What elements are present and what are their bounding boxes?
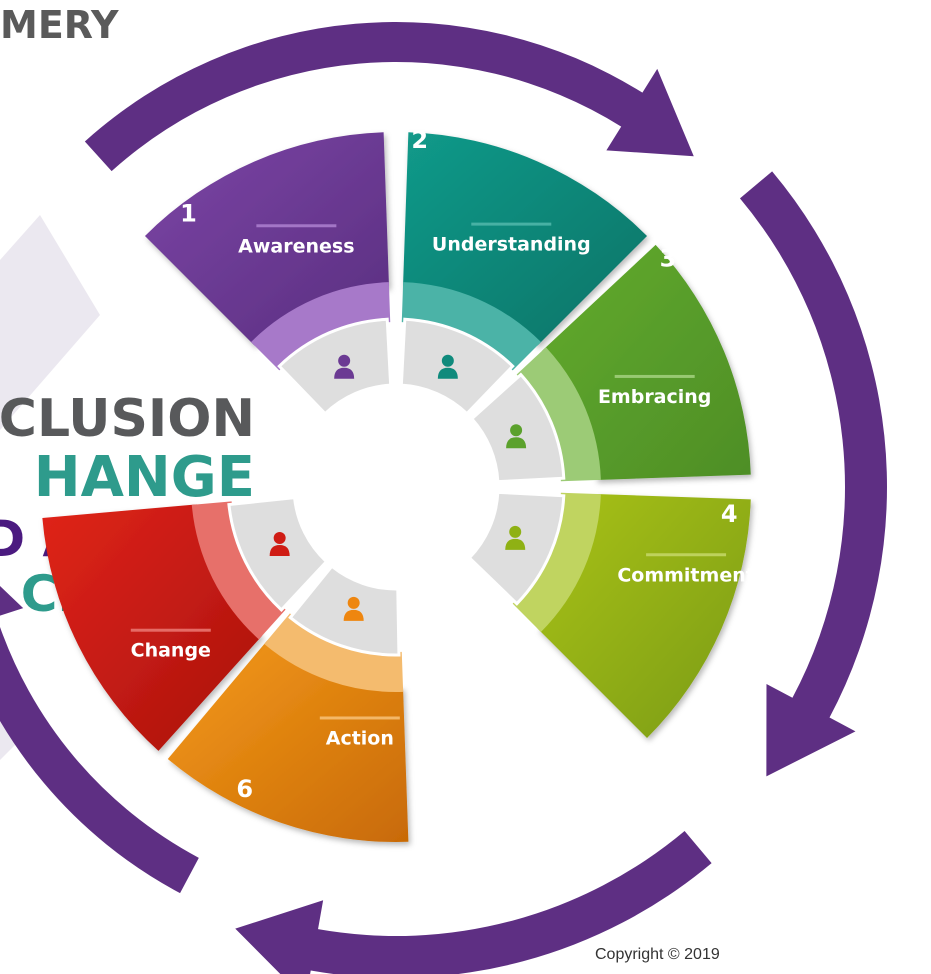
headline-line-1: CLUSION xyxy=(0,389,255,449)
inner-tile-4 xyxy=(467,490,566,606)
stage-label-1: Awareness xyxy=(238,235,354,257)
stage-segment-5: Action 5 xyxy=(167,613,490,842)
person-icon xyxy=(506,424,527,449)
stage-segment-3: Embracing 3 xyxy=(516,245,751,482)
stage-number-3: 3 xyxy=(660,245,677,273)
stage-number-2: 2 xyxy=(411,126,428,154)
headline-line-2: HANGE xyxy=(33,445,255,510)
person-icon xyxy=(269,532,290,557)
person-icon xyxy=(437,354,458,379)
stage-label-3: Embracing xyxy=(598,386,711,408)
copyright-text: Copyright © 2019 xyxy=(595,946,720,963)
stage-label-4: Commitment xyxy=(617,564,754,586)
stage-label-2: Understanding xyxy=(432,234,591,256)
stage-segment-6: Change 6 xyxy=(42,501,286,803)
stage-segment-4: Commitment 4 xyxy=(512,492,755,739)
stage-number-5: 5 xyxy=(473,784,490,812)
stage-number-4: 4 xyxy=(721,500,738,528)
cycle-arrow-2 xyxy=(739,171,888,777)
stage-number-6: 6 xyxy=(236,775,253,803)
stage-segment-1: Awareness 1 xyxy=(144,132,391,371)
cycle-arrows xyxy=(0,21,888,974)
cycle-arrow-4 xyxy=(0,586,199,894)
stage-number-1: 1 xyxy=(180,199,197,227)
cycle-arrow-3 xyxy=(235,830,712,974)
stage-label-6: Change xyxy=(131,640,211,662)
cycle-arrow-1 xyxy=(84,21,694,172)
person-icon xyxy=(334,354,355,379)
center-hole xyxy=(294,385,498,589)
stage-segment-2: Understanding 2 xyxy=(401,126,648,371)
stage-label-5: Action xyxy=(326,727,394,749)
person-icon xyxy=(343,596,364,621)
page-title: MERY xyxy=(0,3,119,47)
person-icon xyxy=(505,525,526,550)
